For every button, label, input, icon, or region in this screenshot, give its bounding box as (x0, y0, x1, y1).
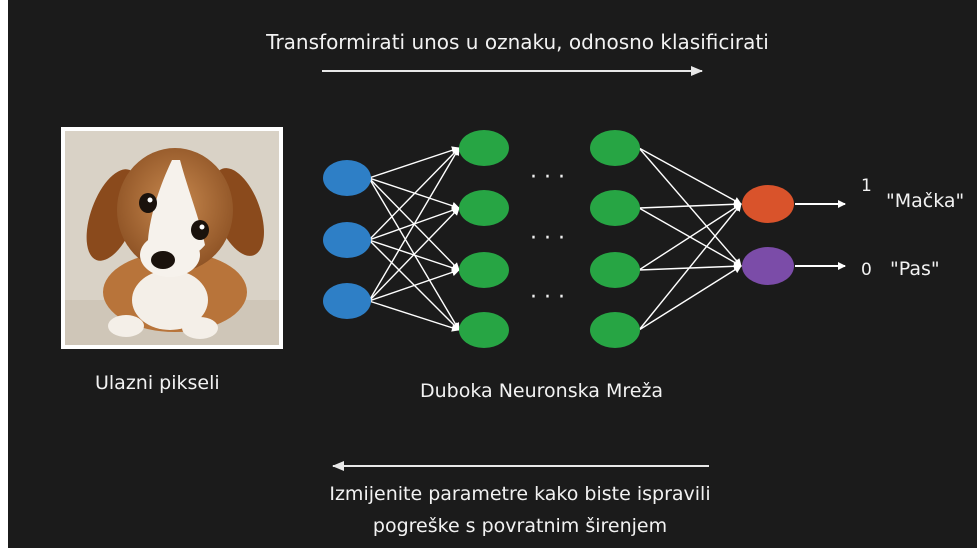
output-value-cat: 1 (861, 176, 872, 196)
backprop-caption-line1: Izmijenite parametre kako biste ispravil… (329, 483, 711, 505)
connection-arrow (368, 146, 460, 179)
ellipsis-2: · · · (530, 226, 565, 251)
hidden-node (590, 130, 640, 166)
hidden-to-output-connections (638, 147, 742, 331)
connection-arrow (368, 147, 460, 302)
hidden-node (459, 312, 509, 348)
forward-caption: Transformirati unos u oznaku, odnosno kl… (266, 30, 769, 54)
connection-arrow (638, 200, 742, 209)
connection-arrow (638, 203, 742, 271)
connection-arrow (368, 268, 460, 302)
output-node-cat (742, 185, 794, 223)
network-label: Duboka Neuronska Mreža (420, 380, 664, 402)
input-layer (323, 160, 371, 319)
connection-arrow (368, 300, 460, 332)
output-label-cat: "Mačka" (886, 190, 965, 212)
connection-arrow (368, 147, 460, 241)
input-node (323, 160, 371, 196)
output-node-dog (742, 247, 794, 285)
hidden-layer-2 (590, 130, 640, 348)
puppy-image (65, 131, 279, 345)
connection-arrow (638, 147, 742, 267)
output-layer (742, 185, 794, 285)
connection-arrow (638, 265, 742, 331)
hidden-node (590, 312, 640, 348)
ellipsis-3: · · · (530, 285, 565, 310)
input-to-hidden-connections (368, 146, 460, 332)
connection-arrow (638, 147, 742, 205)
input-node (323, 283, 371, 319)
hidden-layer-1 (459, 130, 509, 348)
hidden-node (459, 190, 509, 226)
input-node (323, 222, 371, 258)
output-value-dog: 0 (861, 260, 872, 280)
backprop-caption-line2: pogreške s povratnim širenjem (372, 515, 668, 537)
connection-arrow (368, 207, 460, 302)
output-label-dog: "Pas" (890, 258, 940, 280)
hidden-node (459, 130, 509, 166)
ellipsis-1: · · · (530, 165, 565, 190)
hidden-node (590, 190, 640, 226)
input-label: Ulazni pikseli (95, 372, 220, 394)
hidden-node (459, 252, 509, 288)
hidden-node (590, 252, 640, 288)
connection-arrow (638, 203, 742, 331)
